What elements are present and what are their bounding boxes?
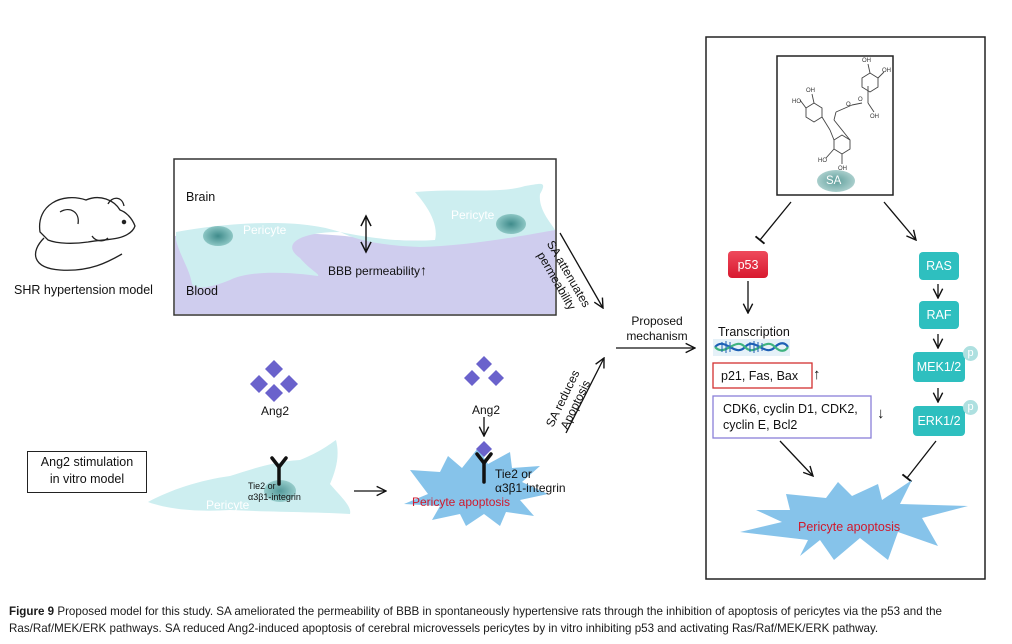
- structure-labels: HO OH OH OH O O OH HO OH: [792, 58, 891, 172]
- downregulated-genes: CDK6, cyclin D1, CDK2, cyclin E, Bcl2: [723, 401, 858, 433]
- receptor-large-line2: α3β1-integrin: [495, 481, 566, 495]
- increase-arrow-icon: ↑: [420, 262, 428, 278]
- svg-text:OH: OH: [862, 58, 871, 64]
- receptor-icon: [475, 452, 493, 484]
- svg-text:HO: HO: [792, 99, 801, 105]
- brain-label: Brain: [186, 190, 216, 204]
- proposed-label-line2: mechanism: [626, 329, 688, 343]
- nucleus: [264, 480, 296, 502]
- downregulated-line1: CDK6, cyclin D1, CDK2,: [723, 402, 858, 416]
- pericyte-cell-in-vitro: [148, 440, 351, 514]
- rat-icon: [34, 196, 136, 271]
- receptor-label-small: Tie2 or α3β1-integrin: [248, 481, 301, 503]
- receptor-large-line1: Tie2 or: [495, 467, 532, 481]
- figure-caption: Figure 9 Proposed model for this study. …: [9, 603, 1004, 637]
- upregulated-genes: p21, Fas, Bax: [721, 369, 799, 383]
- pericyte-label: Pericyte: [243, 223, 287, 237]
- caption-text: Proposed model for this study. SA amelio…: [9, 605, 942, 635]
- phospho-badge: p: [963, 400, 978, 415]
- svg-text:HO: HO: [818, 158, 827, 164]
- receptor-small-line2: α3β1-integrin: [248, 492, 301, 502]
- pericyte-label: Pericyte: [206, 498, 250, 512]
- mechanism-apoptosis-label: Pericyte apoptosis: [798, 520, 901, 534]
- proposed-mechanism-label: Proposed mechanism: [620, 314, 694, 344]
- receptor-icon: [270, 456, 288, 486]
- blood-label: Blood: [186, 284, 218, 298]
- in-vitro-apoptosis-label: Pericyte apoptosis: [412, 495, 511, 509]
- upregulated-box: [712, 362, 813, 389]
- proposed-label-line1: Proposed: [631, 314, 683, 328]
- p53-node: p53: [728, 251, 768, 278]
- receptor-label-large: Tie2 or α3β1-integrin: [495, 467, 566, 495]
- pericyte-label: Pericyte: [451, 208, 495, 222]
- ang2-bound: [476, 441, 492, 457]
- transcription-label: Transcription: [718, 325, 790, 339]
- nucleus: [203, 226, 233, 246]
- svg-text:OH: OH: [806, 88, 815, 94]
- in-vitro-model-label: Ang2 stimulation in vitro model: [27, 451, 147, 493]
- in-vitro-label-line1: Ang2 stimulation: [40, 455, 134, 469]
- sa-badge: [817, 170, 855, 192]
- svg-text:O: O: [858, 97, 863, 103]
- svg-text:OH: OH: [838, 166, 847, 172]
- chemical-structure-icon: [799, 63, 885, 164]
- promote-apoptosis-arrow: [779, 440, 813, 476]
- inhibit-apoptosis-arrow: [901, 440, 937, 483]
- apoptosis-burst-large: [740, 480, 968, 560]
- inhibit-p53-arrow: [754, 201, 792, 245]
- mek-node: MEK1/2: [913, 352, 965, 382]
- nucleus: [496, 214, 526, 234]
- ang2-label: Ang2: [261, 404, 290, 418]
- ras-node: RAS: [919, 252, 959, 280]
- figure-label: Figure 9: [9, 605, 55, 618]
- in-vitro-label-line2: in vitro model: [49, 472, 125, 486]
- receptor-small-line1: Tie2 or: [248, 481, 276, 491]
- ang2-molecules-left: [250, 360, 298, 402]
- svg-text:O: O: [846, 102, 851, 108]
- erk-node: ERK1/2: [913, 406, 965, 436]
- phospho-badge: p: [963, 346, 978, 361]
- svg-text:OH: OH: [870, 114, 879, 120]
- dna-icon: [713, 339, 790, 356]
- raf-node: RAF: [919, 301, 959, 329]
- apoptosis-burst-small: [404, 448, 548, 526]
- bbb-panel: [173, 158, 557, 316]
- attenuates-arrow: [559, 232, 603, 308]
- activate-ras-arrow: [883, 201, 916, 240]
- downregulated-arrow-icon: ↓: [877, 405, 885, 422]
- reduces-arrow: [565, 358, 604, 434]
- bbb-permeability-label: BBB permeability↑: [328, 262, 427, 278]
- sa-label: SA: [826, 175, 842, 187]
- ang2-label: Ang2: [472, 403, 501, 417]
- ang2-molecules-right: [464, 356, 504, 386]
- svg-text:OH: OH: [882, 68, 891, 74]
- downregulated-line2: cyclin E, Bcl2: [723, 418, 798, 432]
- downregulated-box: [712, 395, 872, 439]
- bbb-permeability-text: BBB permeability: [328, 264, 421, 278]
- upregulated-arrow-icon: ↑: [813, 366, 821, 383]
- shr-model-label: SHR hypertension model: [14, 283, 153, 297]
